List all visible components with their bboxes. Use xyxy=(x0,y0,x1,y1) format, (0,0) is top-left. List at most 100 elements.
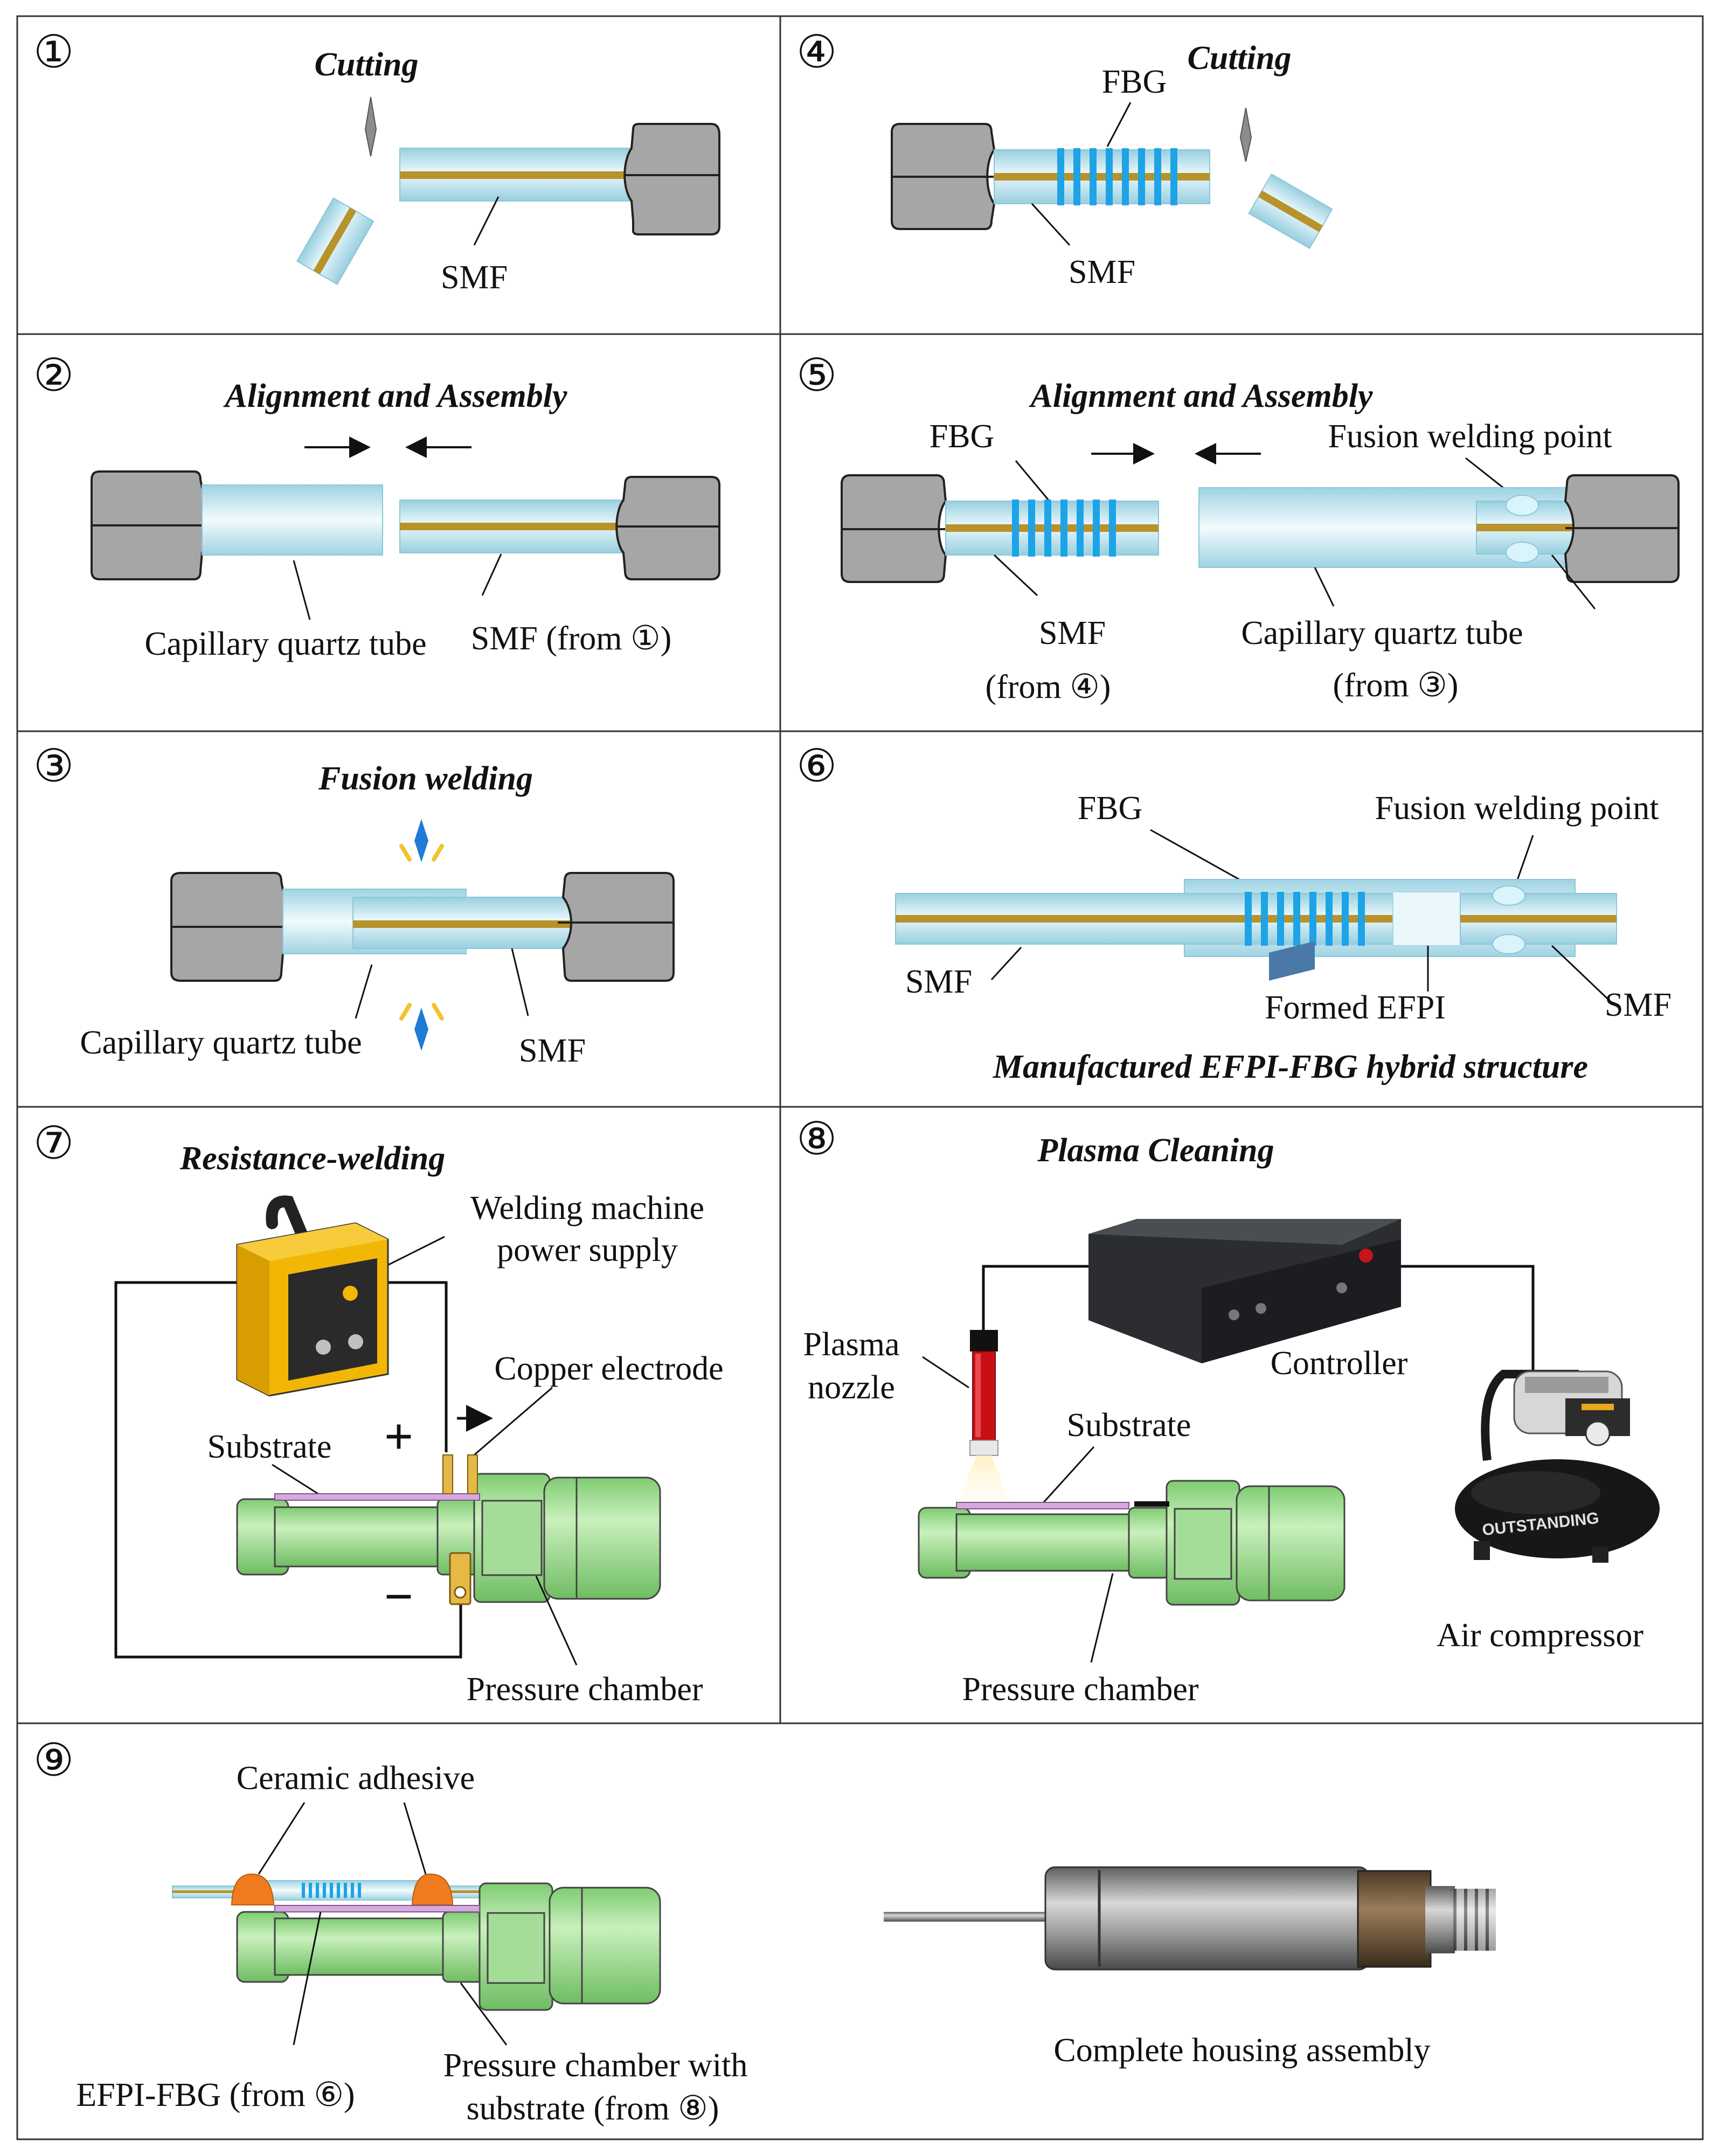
fiber-piece-cut xyxy=(1248,173,1333,249)
circuit-wire xyxy=(114,1281,462,1659)
label-fbg: FBG xyxy=(1102,64,1167,100)
panel-2-alignment: ② Alignment and Assembly Capillary quart… xyxy=(33,351,720,662)
plasma-nozzle-icon xyxy=(955,1330,1013,1509)
housing-assembly-photo xyxy=(884,1866,1496,1971)
smf-right xyxy=(1460,893,1617,945)
copper-electrode xyxy=(442,1454,478,1494)
panel-number: ③ xyxy=(33,741,74,792)
label-electrode: Copper electrode xyxy=(494,1350,723,1387)
label-controller: Controller xyxy=(1271,1345,1408,1382)
clamp-left xyxy=(170,872,292,982)
label-substrate: Substrate xyxy=(207,1429,332,1465)
panel-number: ⑦ xyxy=(33,1119,74,1169)
fusion-welding-point xyxy=(1506,495,1539,516)
panel-1-cutting: ① Cutting SMF xyxy=(33,27,720,296)
label-smf: SMF xyxy=(1039,615,1106,651)
blade-icon xyxy=(1239,107,1252,162)
ceramic-adhesive-blob xyxy=(411,1873,454,1905)
clamp-right xyxy=(615,476,720,580)
label-smf: SMF xyxy=(1605,987,1672,1023)
label-air-compressor: Air compressor xyxy=(1437,1617,1643,1654)
efpi-cavity xyxy=(1392,891,1461,946)
panel-3-fusion: ③ Fusion welding Capillary quartz tube xyxy=(33,741,675,1069)
capillary-tube xyxy=(202,484,383,556)
pressure-chamber xyxy=(236,1882,661,2011)
clamp-right xyxy=(1564,474,1680,583)
label-nozzle-2: nozzle xyxy=(808,1369,895,1406)
label-smf: SMF xyxy=(1069,254,1135,290)
smf-fiber xyxy=(399,500,624,553)
smf-fiber xyxy=(399,148,632,202)
panel-grid xyxy=(16,15,1704,2140)
label-housing: Complete housing assembly xyxy=(1053,2032,1430,2069)
label-smf: SMF xyxy=(441,259,508,296)
label-pressure-chamber: Pressure chamber xyxy=(962,1671,1199,1708)
label-capillary-tube: Capillary quartz tube xyxy=(1241,615,1523,651)
pressure-chamber xyxy=(236,1473,661,1603)
fbg-grating xyxy=(1012,500,1116,557)
substrate xyxy=(956,1502,1129,1509)
air-compressor-icon: OUTSTANDING xyxy=(1455,1370,1660,1563)
fbg-grating xyxy=(302,1883,361,1898)
plus-sign: + xyxy=(384,1408,414,1465)
label-pressure-chamber: Pressure chamber with xyxy=(443,2047,748,2084)
ceramic-adhesive-blob xyxy=(231,1873,275,1905)
label-efpi-fbg: EFPI-FBG (from ⑥) xyxy=(76,2077,355,2113)
panel-title: Plasma Cleaning xyxy=(1037,1132,1274,1169)
smf-left xyxy=(895,893,1393,945)
label-capillary-tube: Capillary quartz tube xyxy=(80,1024,362,1061)
fbg-grating xyxy=(1057,148,1177,205)
panel-4-cutting: ④ Cutting FBG S xyxy=(796,27,1333,290)
panel-number: ⑨ xyxy=(33,1736,74,1786)
fbg-grating xyxy=(1245,892,1365,946)
label-tube-source: (from ③) xyxy=(1333,667,1459,704)
blade-icon xyxy=(364,96,377,157)
label-machine-2: power supply xyxy=(497,1232,678,1268)
panel-number: ④ xyxy=(796,27,837,78)
panel-title: Alignment and Assembly xyxy=(223,378,567,414)
copper-electrode-clamp xyxy=(449,1552,471,1605)
panel-title: Resistance-welding xyxy=(179,1140,446,1177)
panel-number: ⑤ xyxy=(796,351,837,401)
label-smf: SMF xyxy=(905,963,972,1000)
clamp-left xyxy=(841,474,947,583)
clamp xyxy=(891,123,996,230)
clamp xyxy=(623,123,720,235)
label-fbg: FBG xyxy=(930,418,995,455)
label-fusion-point: Fusion welding point xyxy=(1328,418,1612,455)
label-capillary-tube: Capillary quartz tube xyxy=(144,626,426,662)
spark-icon xyxy=(399,1003,444,1051)
panel-number: ② xyxy=(33,351,74,401)
panel-caption: Manufactured EFPI-FBG hybrid structure xyxy=(993,1049,1588,1085)
substrate xyxy=(274,1905,480,1912)
label-pressure-chamber: Pressure chamber xyxy=(467,1671,703,1708)
label-pressure-chamber-2: substrate (from ⑧) xyxy=(467,2090,719,2127)
fusion-welding-point xyxy=(1492,885,1525,906)
label-fusion-point: Fusion welding point xyxy=(1375,790,1659,827)
panel-title: Cutting xyxy=(1188,40,1292,77)
panel-9-assembly: ⑨ Ceramic adhesive xyxy=(33,1736,1496,2127)
panel-6-structure: ⑥ FBG Fusion welding point SM xyxy=(796,741,1672,1085)
cable xyxy=(1374,1265,1535,1374)
fiber-piece-cut xyxy=(296,197,374,285)
welding-machine-icon xyxy=(236,1195,389,1397)
panel-5-alignment: ⑤ Alignment and Assembly FBG Fusion weld… xyxy=(796,351,1680,705)
panel-8-plasma-cleaning: ⑧ Plasma Cleaning Controller Plasma nozz… xyxy=(796,941,1660,1708)
clamp-right xyxy=(558,872,675,982)
cable xyxy=(982,1265,1088,1330)
controller-icon xyxy=(1088,941,1401,1363)
label-smf-source: (from ④) xyxy=(986,669,1111,705)
circuit-wire xyxy=(366,1281,448,1452)
smf-fiber-with-fbg xyxy=(994,148,1210,205)
label-smf: SMF (from ①) xyxy=(471,620,671,657)
label-substrate: Substrate xyxy=(1067,1407,1191,1444)
panel-title: Cutting xyxy=(315,46,419,83)
panel-7-resistance-welding: ⑦ Resistance-welding Welding machine pow… xyxy=(33,1119,724,1708)
label-efpi: Formed EFPI xyxy=(1265,989,1446,1026)
spark-icon xyxy=(399,819,444,862)
label-smf: SMF xyxy=(519,1032,586,1069)
label-nozzle: Plasma xyxy=(803,1326,899,1363)
clamp-left xyxy=(91,470,210,580)
smf-fiber xyxy=(352,897,572,949)
